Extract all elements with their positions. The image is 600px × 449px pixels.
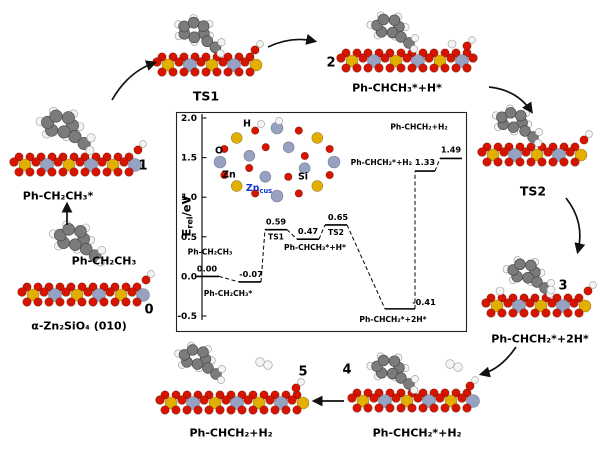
ts1-label: TS1 [192, 88, 220, 104]
inset-o-label: O [214, 145, 224, 157]
inset-zncus-main: Zn [245, 183, 260, 195]
y-tick-label: 1.5 [181, 154, 197, 164]
y-tick-label: 2.0 [181, 114, 197, 124]
surface-structure-inset [213, 117, 341, 203]
level-value-label: -0.41 [412, 297, 436, 307]
energy-diagram: 2.01.51.00.50.0-0.50.00Ph-CH₂CH₃-0.07Ph-… [175, 111, 468, 333]
molecule-gas-ethylbenzene [48, 220, 106, 267]
level-species-label: TS2 [328, 228, 344, 237]
level-connector [260, 229, 266, 282]
level-species-label: Ph-CH₂CH₃ [188, 247, 233, 256]
state-2-species-label: Ph-CHCH₃*+H* [352, 81, 442, 95]
level-value-label: 0.65 [328, 212, 349, 222]
inset-zn-label: Zn [222, 169, 236, 181]
state-5-number: 5 [298, 364, 308, 380]
level-connector [434, 158, 441, 172]
level-connector [286, 229, 298, 240]
level-value-label: -0.07 [239, 269, 263, 279]
level-species-label: TS1 [268, 233, 284, 242]
level-value-label: 0.59 [266, 217, 287, 227]
state-1-species-label: Ph-CH₂CH₃* [22, 189, 94, 203]
state-0-species-label: α-Zn₂SiO₄ (010) [31, 319, 127, 333]
state-4-species-label: Ph-CHCH₂*+H₂ [372, 426, 462, 440]
level-species-label: Ph-CHCH₂+H₂ [390, 122, 447, 131]
inset-zncus-sub: cus [259, 186, 273, 195]
level-value-label: 1.49 [441, 144, 462, 154]
arrow-ts2-to-3 [565, 197, 586, 255]
structure-ts1 [152, 14, 264, 77]
structure-state-4 [347, 352, 480, 413]
structure-state-2 [336, 11, 478, 73]
gas-species-label: Ph-CH₂CH₃ [71, 254, 137, 268]
structure-ts2 [477, 104, 593, 167]
state-0-number: 0 [144, 302, 154, 318]
level-connector [346, 224, 386, 310]
energy-axis-label-unit: /eV [179, 195, 194, 217]
arrow-1-to-ts1 [111, 60, 158, 101]
structure-state-3 [481, 256, 597, 318]
structure-state-1 [9, 106, 147, 177]
arrow-ts1-to-2 [267, 33, 318, 48]
level-connector [218, 275, 240, 283]
inset-si-label: Si [297, 171, 309, 183]
structure-state-0-surface [17, 270, 155, 307]
state-3-number: 3 [558, 278, 568, 294]
state-5-species-label: Ph-CHCH₂+H₂ [189, 426, 273, 440]
level-value-label: 0.00 [197, 263, 218, 273]
y-tick-label: -0.5 [177, 312, 197, 322]
state-2-number: 2 [326, 55, 336, 71]
inset-zncus-label: Zncus [246, 183, 272, 195]
level-connector [318, 224, 326, 240]
structure-state-5 [155, 341, 310, 415]
inset-h-label: H [243, 118, 251, 130]
y-tick-label: 0.5 [181, 233, 197, 243]
arrow-3-to-4 [478, 346, 517, 378]
energy-axis-label: Erel/eV [179, 196, 194, 237]
y-tick-label: 1.0 [181, 193, 197, 203]
arrow-2-to-ts2 [488, 86, 533, 114]
energy-axis-label-sub: rel [185, 216, 195, 229]
level-value-label: 0.47 [298, 226, 319, 236]
ts2-label: TS2 [519, 183, 547, 199]
state-3-species-label: Ph-CHCH₂*+2H* [491, 332, 589, 346]
level-species-label: Ph-CHCH₂*+2H* [359, 315, 426, 324]
level-species-label: Ph-CH₂CH₃* [204, 289, 253, 298]
level-species-label: Ph-CHCH₂*+H₂ [351, 158, 412, 167]
state-1-number: 1 [138, 158, 148, 174]
energy-axis-label-main: E [179, 228, 194, 237]
level-species-label: Ph-CHCH₃*+H* [284, 243, 346, 252]
level-value-label: 1.33 [415, 157, 436, 167]
state-4-number: 4 [342, 362, 352, 378]
y-tick-label: 0.0 [181, 272, 197, 282]
